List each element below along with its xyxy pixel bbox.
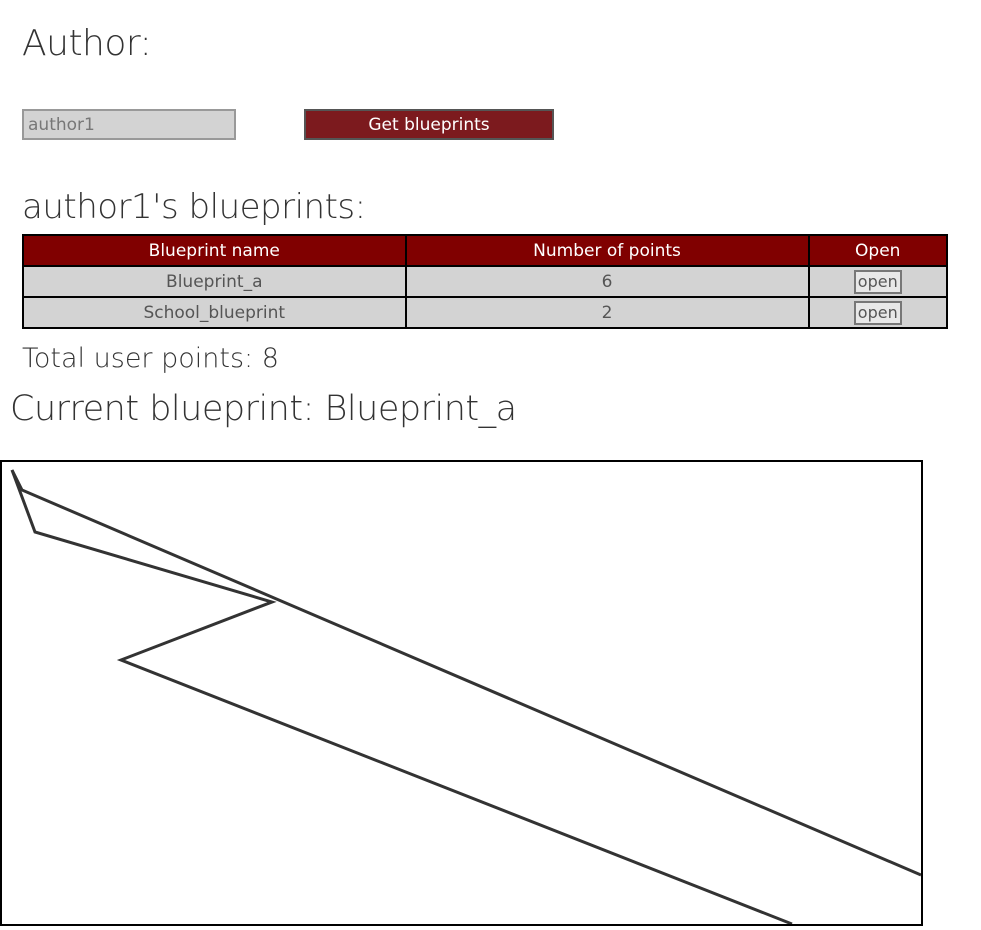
blueprint-name-cell: Blueprint_a	[22, 265, 407, 298]
blueprint-open-cell: open	[807, 265, 949, 298]
table-row: Blueprint_a 6 open	[22, 265, 949, 298]
blueprint-points-cell: 6	[404, 265, 810, 298]
current-blueprint-title: Current blueprint: Blueprint_a	[10, 389, 517, 429]
column-header-number-of-points: Number of points	[404, 234, 810, 267]
total-user-points: Total user points: 8	[22, 343, 279, 374]
blueprint-polyline	[10, 469, 793, 924]
get-blueprints-button[interactable]: Get blueprints	[304, 109, 554, 140]
column-header-blueprint-name: Blueprint name	[22, 234, 407, 267]
blueprints-list-heading: author1's blueprints:	[22, 187, 366, 227]
blueprint-points-cell: 2	[404, 296, 810, 329]
blueprint-name-cell: School_blueprint	[22, 296, 407, 329]
author-input[interactable]	[22, 109, 236, 140]
column-header-open: Open	[807, 234, 949, 267]
open-blueprint-button[interactable]: open	[853, 300, 902, 325]
table-header-row: Blueprint name Number of points Open	[22, 234, 949, 267]
blueprint-canvas[interactable]	[0, 460, 923, 926]
blueprint-polyline	[10, 469, 921, 877]
blueprints-table: Blueprint name Number of points Open Blu…	[22, 234, 949, 329]
table-row: School_blueprint 2 open	[22, 296, 949, 329]
blueprint-open-cell: open	[807, 296, 949, 329]
open-blueprint-button[interactable]: open	[853, 269, 902, 294]
blueprint-drawing	[10, 469, 921, 924]
author-heading: Author:	[22, 23, 152, 64]
